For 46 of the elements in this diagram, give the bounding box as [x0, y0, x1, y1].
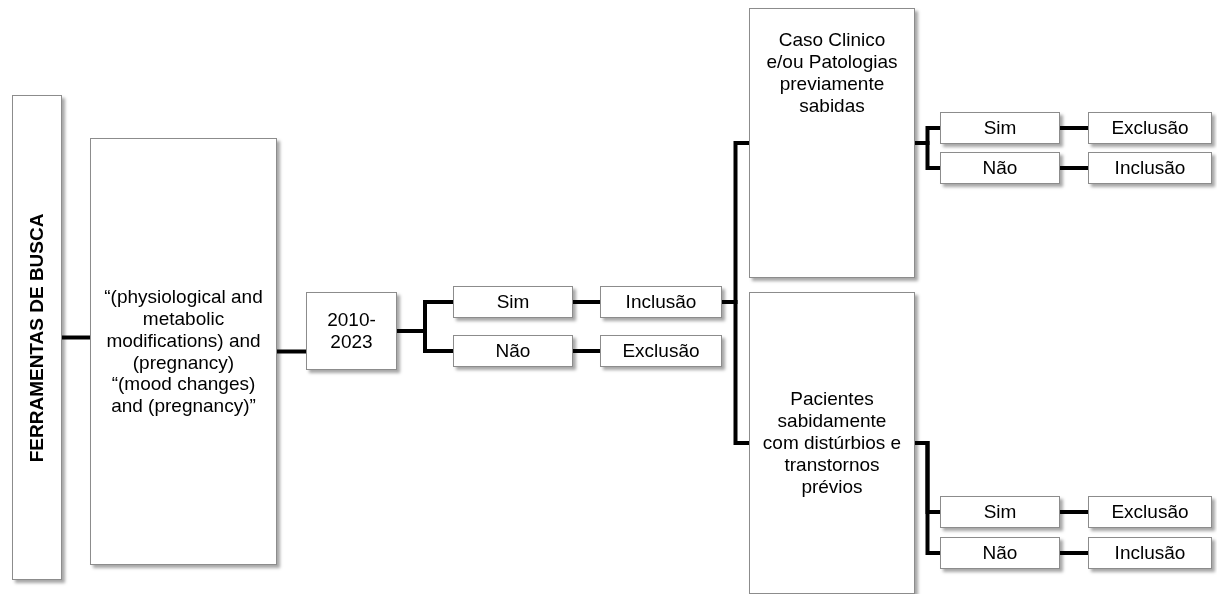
box-label: Sim [496, 291, 530, 313]
connector-line [277, 349, 306, 354]
connector-line [573, 300, 600, 304]
process-box [453, 286, 573, 318]
process-box [940, 152, 1060, 184]
box-label: Não [982, 542, 1018, 564]
connector-line [1060, 166, 1088, 170]
process-box [1088, 496, 1212, 528]
process-box [940, 496, 1060, 528]
connector-line [915, 141, 940, 170]
box-label: Caso Clinico e/ou Patologias previamente sabidas [765, 29, 899, 117]
box-label: Exclusão [622, 340, 700, 362]
process-box [1088, 112, 1212, 144]
box-label: Não [495, 340, 531, 362]
connector-line [1060, 510, 1088, 514]
box-label: “(physiological and metabolic modifications) and (pregnancy) “(mood changes) and (pregnancy)” [103, 285, 264, 418]
connector-line [1060, 551, 1088, 555]
connector-line [397, 329, 453, 353]
process-box [600, 335, 722, 367]
process-box [749, 8, 915, 278]
process-box [12, 95, 62, 580]
process-box [940, 112, 1060, 144]
process-box [749, 292, 915, 594]
connector-line [722, 300, 749, 445]
box-label: Inclusão [1114, 157, 1186, 179]
connector-line [573, 349, 600, 353]
box-label: Inclusão [1114, 542, 1186, 564]
box-label: Pacientes sabidamente com distúrbios e transtornos prévios [762, 388, 902, 498]
box-label: Sim [983, 117, 1017, 139]
box-label: Sim [983, 501, 1017, 523]
process-box [1088, 152, 1212, 184]
connector-line [915, 441, 940, 555]
box-label: Exclusão [1111, 501, 1189, 523]
box-label: FERRAMENTAS DE BUSCA [26, 213, 48, 462]
process-box [940, 537, 1060, 569]
process-box [453, 335, 573, 367]
process-box [600, 286, 722, 318]
box-label: Exclusão [1111, 117, 1189, 139]
process-box [90, 138, 277, 565]
process-box [306, 292, 397, 370]
process-box [1088, 537, 1212, 569]
box-label: 2010-2023 [326, 309, 377, 353]
box-label: Inclusão [625, 291, 697, 313]
connector-line [62, 335, 90, 340]
connector-line [1060, 126, 1088, 130]
box-label: Não [982, 157, 1018, 179]
